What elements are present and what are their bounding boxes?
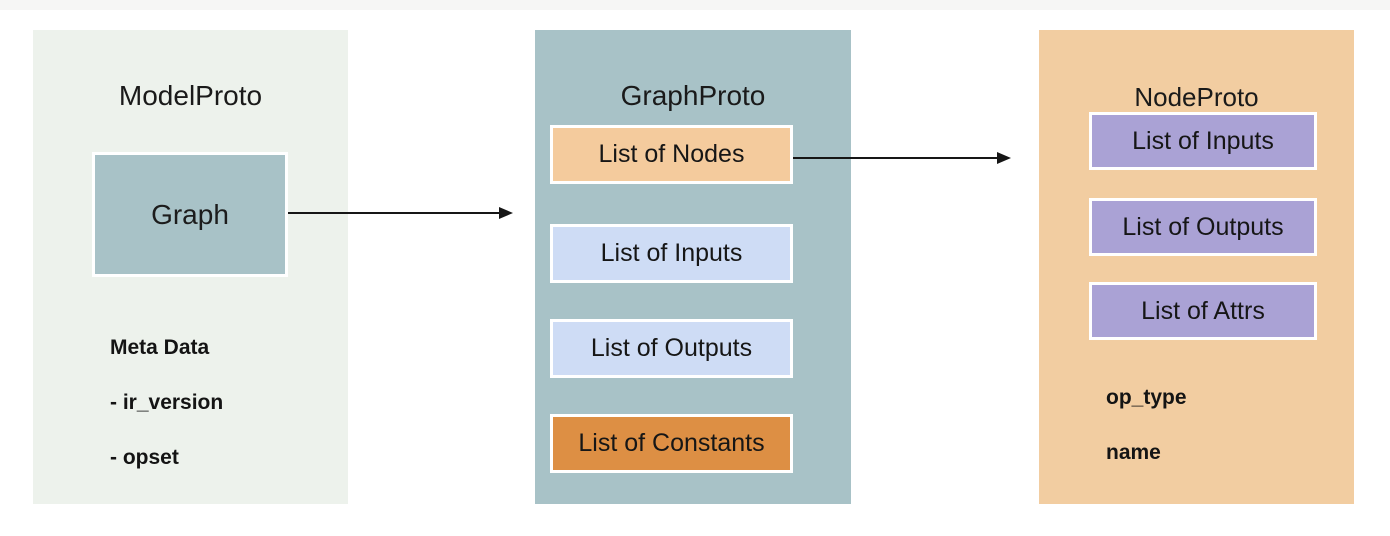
graph-list-of-inputs-label: List of Inputs (600, 239, 743, 267)
list-of-attrs-label: List of Attrs (1141, 296, 1265, 325)
arrow-line (793, 157, 999, 159)
meta-item-opset: - opset (110, 446, 179, 469)
arrow-line (288, 212, 501, 214)
list-of-constants-label: List of Constants (578, 429, 765, 457)
graph-list-of-outputs-box: List of Outputs (550, 319, 793, 378)
list-of-nodes-label: List of Nodes (598, 140, 745, 168)
node-list-of-inputs-label: List of Inputs (1132, 126, 1274, 155)
panel-modelproto: ModelProto Graph Meta Data - ir_version … (33, 30, 348, 504)
meta-item-ir-version: - ir_version (110, 391, 224, 414)
nodeproto-title: NodeProto (1134, 82, 1259, 112)
graphproto-title: GraphProto (620, 80, 766, 111)
arrow-graph-to-graphproto (288, 206, 513, 220)
node-list-of-inputs-box: List of Inputs (1089, 112, 1317, 170)
arrowhead-icon (499, 207, 513, 219)
graph-box-label: Graph (151, 198, 229, 230)
arrowhead-icon (997, 152, 1011, 164)
list-of-attrs-box: List of Attrs (1089, 282, 1317, 340)
node-list-of-outputs-box: List of Outputs (1089, 198, 1317, 256)
list-of-nodes-box: List of Nodes (550, 125, 793, 184)
graph-box: Graph (92, 152, 288, 277)
field-op-type: op_type (1106, 386, 1187, 409)
list-of-constants-box: List of Constants (550, 414, 793, 473)
meta-data-heading: Meta Data (110, 336, 210, 359)
graph-list-of-outputs-label: List of Outputs (590, 334, 753, 362)
arrow-nodes-to-nodeproto (793, 151, 1011, 165)
modelproto-title: ModelProto (118, 80, 263, 111)
top-strip (0, 0, 1390, 10)
node-list-of-outputs-label: List of Outputs (1122, 212, 1284, 241)
graph-list-of-inputs-box: List of Inputs (550, 224, 793, 283)
field-name: name (1106, 441, 1161, 464)
panel-nodeproto: NodeProto List of Inputs List of Outputs… (1039, 30, 1354, 504)
panel-graphproto: GraphProto List of Nodes List of Inputs … (535, 30, 851, 504)
